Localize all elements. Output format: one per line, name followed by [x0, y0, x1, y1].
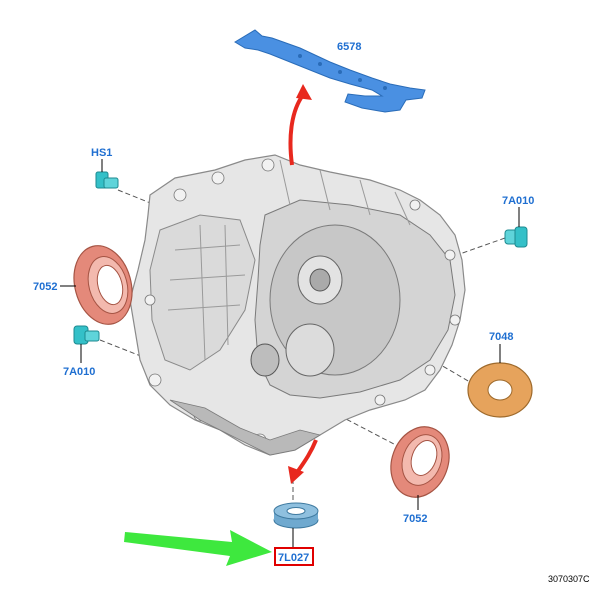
removal-arrow-up [288, 84, 312, 166]
callout-7a010-right: 7A010 [502, 195, 534, 207]
seal-7052-left [60, 245, 133, 325]
callout-7a010-left: 7A010 [63, 366, 95, 378]
washer-7l027 [273, 502, 319, 547]
transmission-housing [129, 154, 466, 456]
plug-7a010-right [504, 207, 528, 248]
removal-arrow-down [288, 439, 318, 484]
callout-6578: 6578 [337, 41, 361, 53]
seal-7052-bottom [390, 426, 450, 510]
callout-7l027: 7L027 [278, 552, 309, 564]
washer-7048 [467, 344, 533, 418]
highlight-box [274, 547, 314, 566]
callout-7052-left: 7052 [33, 281, 57, 293]
callout-hs1: HS1 [91, 147, 112, 159]
plug-7a010-left [73, 325, 100, 363]
plug-hs1 [95, 159, 119, 189]
figure-number: 3070307C [548, 574, 590, 584]
highlight-arrow [124, 530, 272, 566]
callout-7052-bottom: 7052 [403, 513, 427, 525]
shift-rail-part [234, 29, 426, 113]
callout-7048: 7048 [489, 331, 513, 343]
